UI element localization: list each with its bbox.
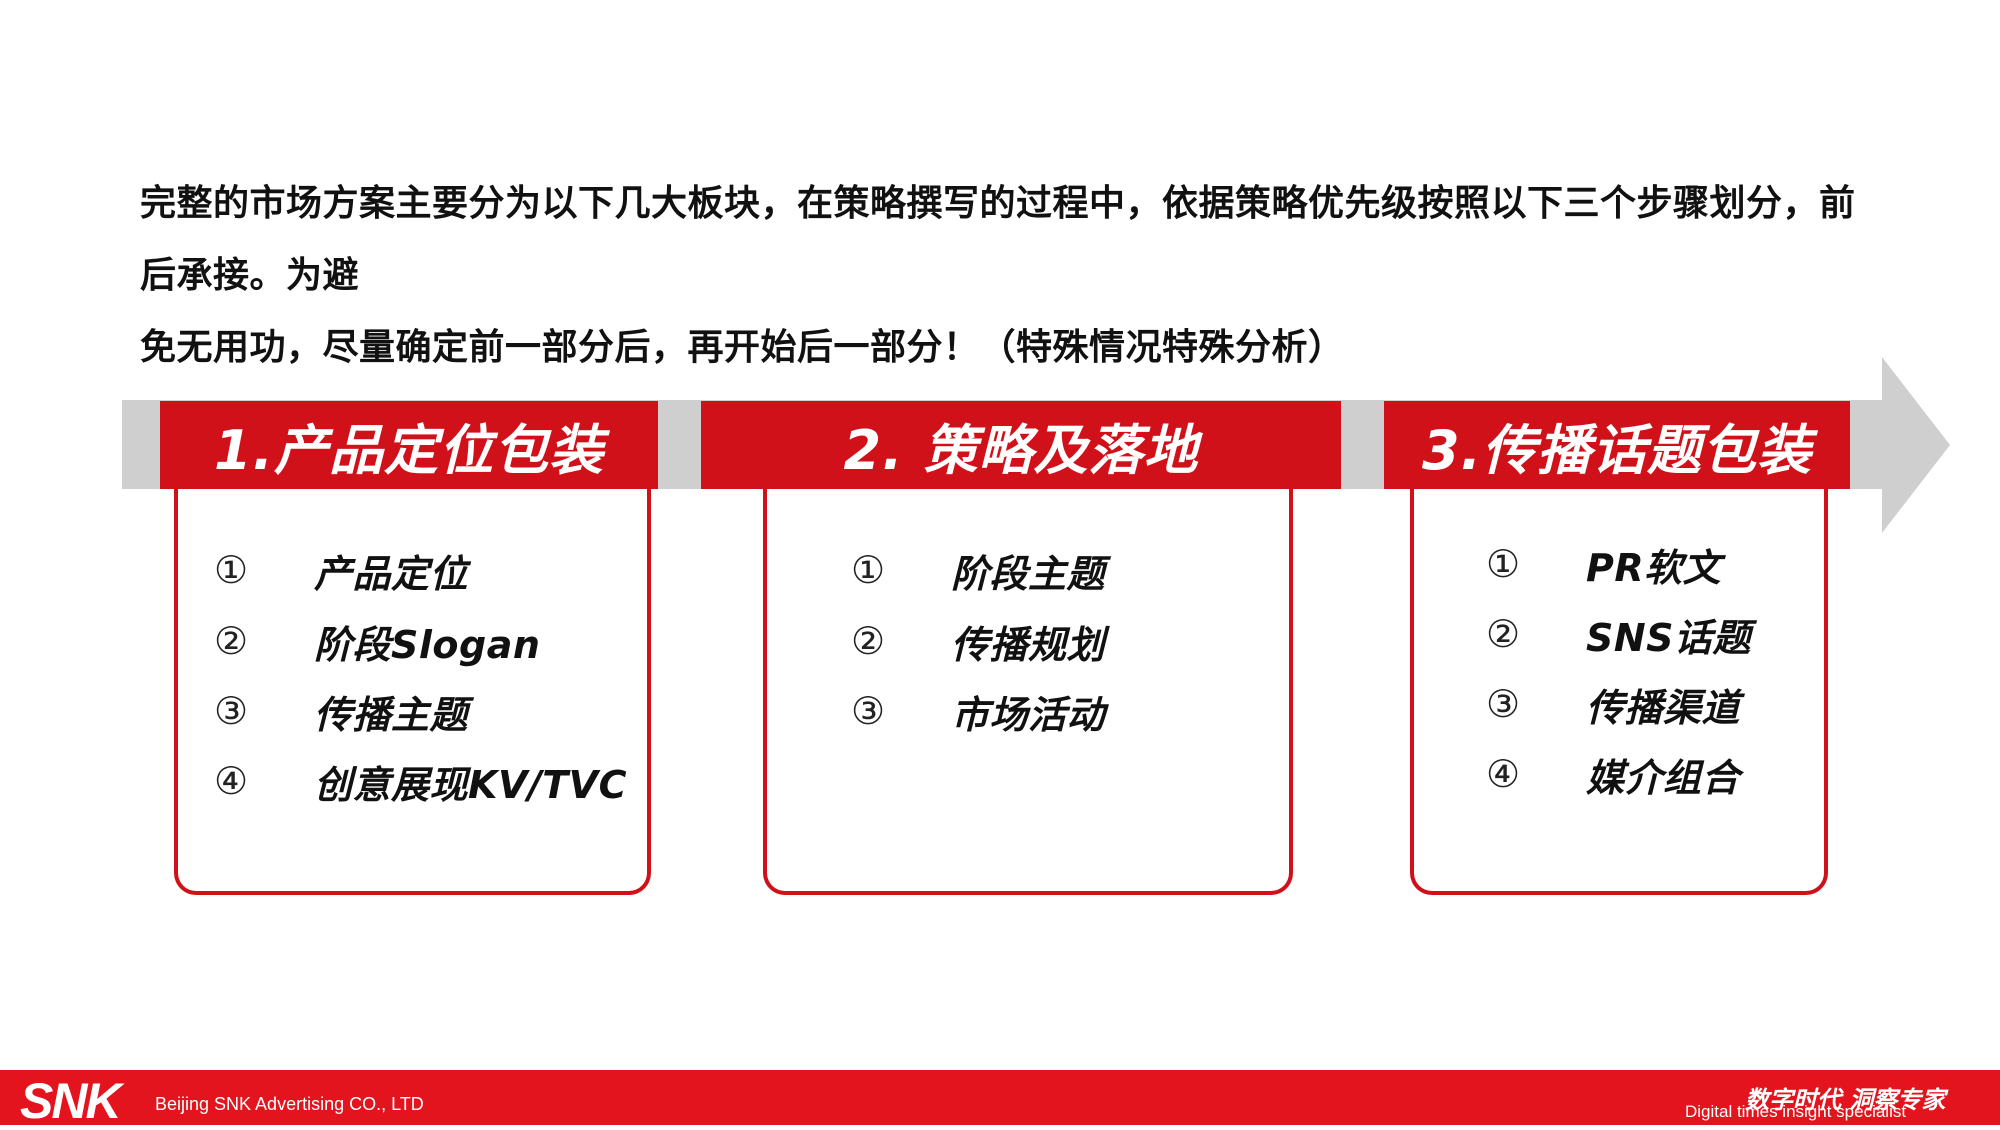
section-2-item-1: ① 阶段主题 [851,540,1105,600]
item-number: ① [1486,542,1521,586]
section-2-item-2: ② 传播规划 [851,611,1105,671]
item-number: ① [851,548,886,592]
section-3-title: 3.传播话题包装 [1384,401,1850,489]
item-number: ① [214,548,249,592]
item-number: ④ [1486,752,1521,796]
item-text: 创意展现KV/TVC [314,762,627,807]
section-2-title: 2. 策略及落地 [701,401,1341,489]
item-number: ③ [851,689,886,733]
item-text: 产品定位 [314,551,469,596]
section-2-box [763,489,1293,895]
section-1-item-4: ④ 创意展现KV/TVC [214,751,627,811]
item-text: PR软文 [1586,545,1722,590]
company-name: Beijing SNK Advertising CO., LTD [155,1094,424,1114]
item-number: ③ [1486,682,1521,726]
item-number: ② [851,619,886,663]
item-text: 阶段Slogan [314,622,541,667]
item-text: 市场活动 [951,692,1106,737]
section-3-item-1: ① PR软文 [1486,534,1721,594]
section-1-box [174,489,651,895]
item-number: ② [214,619,249,663]
item-text: 阶段主题 [951,551,1106,596]
section-1-item-1: ① 产品定位 [214,540,468,600]
slogan-chinese: 数字时代 洞察专家 [1745,1086,1946,1114]
item-text: 传播渠道 [1586,685,1741,730]
section-1-item-3: ③ 传播主题 [214,681,468,741]
item-text: 媒介组合 [1586,755,1741,800]
item-text: 传播主题 [314,692,469,737]
item-text: SNS话题 [1586,615,1752,660]
section-3-item-4: ④ 媒介组合 [1486,744,1740,804]
section-3-item-2: ② SNS话题 [1486,604,1751,664]
intro-line-1: 完整的市场方案主要分为以下几大板块，在策略撰写的过程中，依据策略优先级按照以下三… [140,183,1856,296]
section-1-title: 1.产品定位包装 [160,401,658,489]
item-number: ② [1486,612,1521,656]
item-number: ④ [214,759,249,803]
section-1-item-2: ② 阶段Slogan [214,611,540,671]
section-2-item-3: ③ 市场活动 [851,681,1105,741]
section-3-item-3: ③ 传播渠道 [1486,674,1740,734]
item-number: ③ [214,689,249,733]
intro-line-2: 免无用功，尽量确定前一部分后，再开始后一部分！（特殊情况特殊分析） [140,327,1345,368]
snk-logo: SNK [20,1073,122,1129]
slogan-english: Digital times insight specialist [1685,1102,1907,1121]
intro-paragraph: 完整的市场方案主要分为以下几大板块，在策略撰写的过程中，依据策略优先级按照以下三… [140,168,1860,384]
footer-bar [0,1070,2000,1125]
section-3-box [1410,489,1828,895]
item-text: 传播规划 [951,622,1106,667]
